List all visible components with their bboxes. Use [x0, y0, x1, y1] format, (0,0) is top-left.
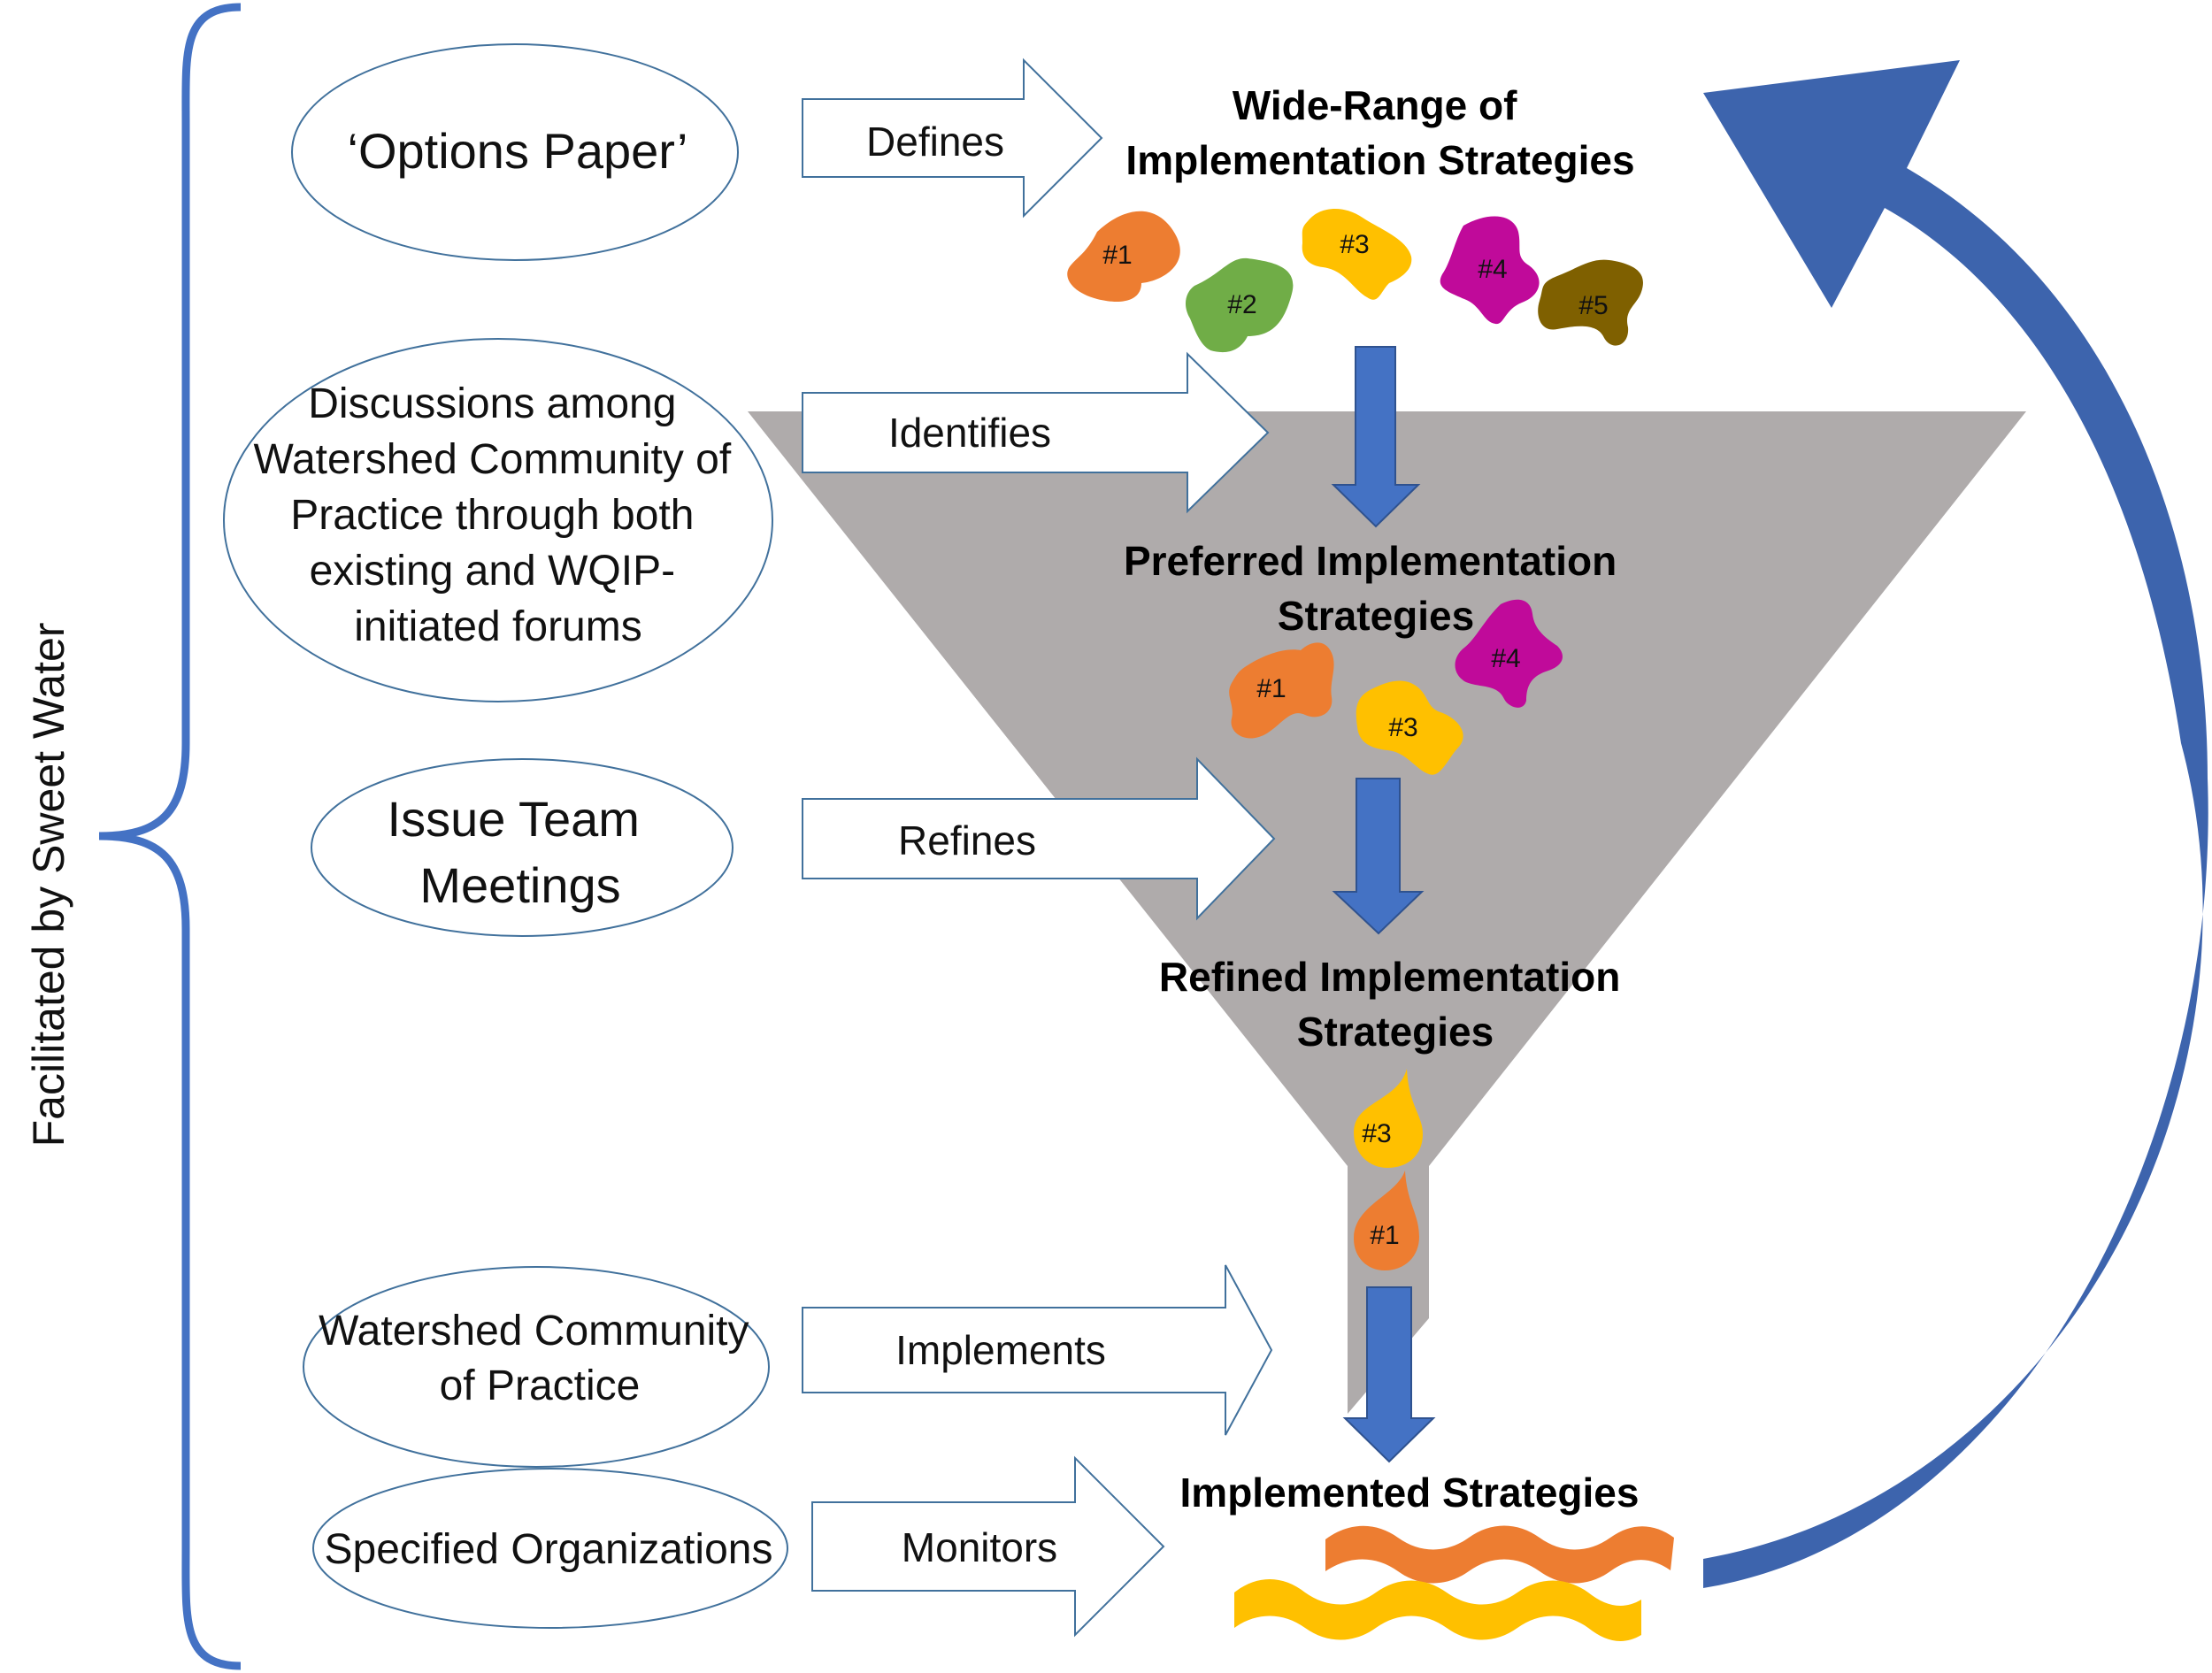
strategy-blob-preferred-1: #1: [1229, 642, 1334, 739]
input-ellipse-watershed-community: [303, 1266, 770, 1468]
svg-text:#1: #1: [1370, 1221, 1399, 1250]
input-label-options-paper: ‘Options Paper’: [348, 123, 688, 179]
action-label-refines: Refines: [898, 817, 1036, 863]
input-ellipse-issue-team: [311, 758, 733, 937]
input-ellipse-options-paper: [291, 43, 739, 261]
strategy-drop-refined-3: #3: [1354, 1069, 1423, 1168]
strategy-blob-preferred-3: #3: [1356, 680, 1463, 775]
flow-arrow-down-1: [1331, 346, 1421, 528]
svg-text:#3: #3: [1362, 1119, 1391, 1148]
action-arrow-monitors: [811, 1455, 1165, 1638]
strategy-blob-wide-5: #5: [1538, 259, 1643, 346]
input-label-discussions: Discussions among Watershed Community of…: [253, 380, 742, 650]
stage-label-wide-range: Wide-Range of Implementation Strategies: [1125, 82, 1634, 183]
svg-text:#1: #1: [1102, 241, 1132, 270]
input-ellipse-specified-orgs: [312, 1468, 788, 1629]
stage-label-implemented: Implemented Strategies: [1180, 1470, 1640, 1516]
strategy-blob-wide-3: #3: [1302, 208, 1412, 300]
strategy-blob-wide-1: #1: [1067, 211, 1180, 302]
stage-label-refined: Refined Implementation Strategies: [1159, 954, 1632, 1055]
flow-arrow-down-2: [1332, 778, 1425, 935]
stage-label-preferred: Preferred Implementation Strategies: [1124, 538, 1628, 639]
action-label-monitors: Monitors: [902, 1524, 1057, 1570]
strategy-blob-wide-4: #4: [1440, 216, 1540, 325]
strategy-blob-wide-2: #2: [1185, 257, 1294, 353]
input-label-watershed-community: Watershed Community of Practice: [319, 1308, 761, 1409]
svg-text:#5: #5: [1578, 291, 1608, 320]
svg-text:#4: #4: [1478, 255, 1507, 284]
flow-arrow-down-3: [1342, 1286, 1436, 1463]
action-arrow-identifies: [802, 351, 1270, 514]
action-label-implements: Implements: [895, 1327, 1106, 1373]
sidebar-label: Facilitated by Sweet Water: [24, 623, 73, 1147]
action-arrow-implements: [802, 1264, 1273, 1436]
input-label-specified-orgs: Specified Organizations: [325, 1526, 773, 1573]
input-ellipse-discussions: [223, 338, 773, 702]
svg-text:#1: #1: [1256, 674, 1286, 703]
action-arrow-defines: [802, 58, 1103, 219]
svg-text:#4: #4: [1491, 644, 1520, 673]
svg-text:#3: #3: [1388, 713, 1417, 742]
input-label-issue-team: Issue Team Meetings: [388, 791, 654, 913]
action-arrow-refines: [802, 756, 1276, 921]
strategy-drop-refined-1: #1: [1354, 1170, 1419, 1270]
facilitation-brace: [98, 3, 242, 1670]
action-label-identifies: Identifies: [888, 410, 1051, 456]
strategy-blob-preferred-4: #4: [1455, 599, 1563, 708]
implemented-strip-yellow: [1234, 1579, 1641, 1641]
svg-text:#3: #3: [1340, 230, 1369, 259]
feedback-loop-arrow: [1703, 60, 2208, 1588]
action-label-defines: Defines: [866, 119, 1004, 165]
svg-text:#2: #2: [1227, 290, 1256, 319]
implemented-strip-orange: [1325, 1525, 1674, 1584]
